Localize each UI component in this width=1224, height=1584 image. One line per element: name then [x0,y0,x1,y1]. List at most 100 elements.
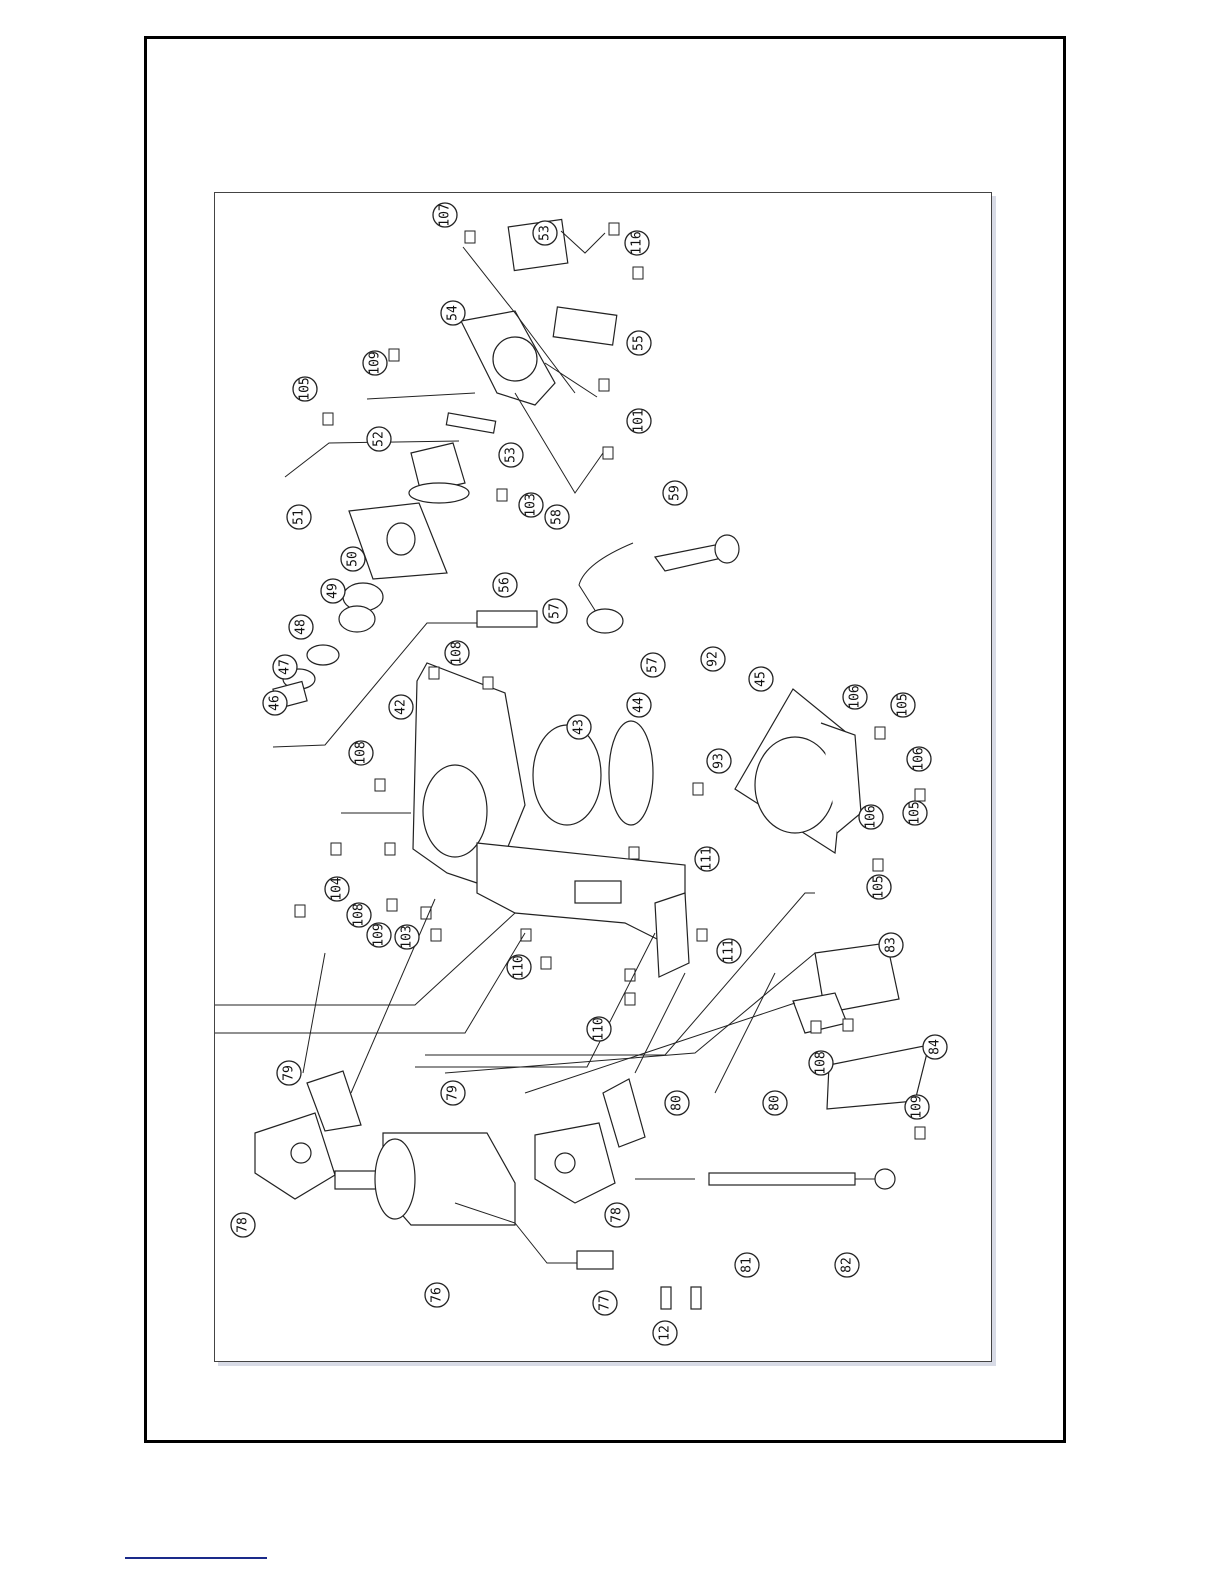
callout-label: 82 [840,1257,855,1273]
callout-label: 116 [630,231,645,254]
callout-label: 55 [632,335,647,351]
callout-label: 101 [632,409,647,432]
callout-49: 49 [321,579,345,603]
callout-label: 12 [658,1325,673,1341]
callout-103: 103 [395,925,419,949]
callout-label: 52 [372,431,387,447]
callout-76: 76 [425,1283,449,1307]
callout-label: 77 [598,1295,613,1311]
callout-106: 106 [843,685,867,709]
callout-47: 47 [273,655,297,679]
callout-105: 105 [293,377,317,401]
callout-label: 49 [326,583,341,599]
callout-label: 53 [538,225,553,241]
callout-59: 59 [663,481,687,505]
parts-drawing [215,219,929,1309]
callout-54: 54 [441,301,465,325]
callout-105: 105 [891,693,915,717]
callout-55: 55 [627,331,651,355]
callout-label: 103 [400,925,415,948]
callout-label: 92 [706,651,721,667]
callout-label: 111 [700,847,715,870]
callout-label: 105 [298,377,313,400]
callout-label: 108 [354,741,369,764]
callout-80: 80 [763,1091,787,1115]
callout-92: 92 [701,647,725,671]
callout-78: 78 [605,1203,629,1227]
callout-label: 105 [872,875,887,898]
callout-label: 44 [632,697,647,713]
callout-label: 109 [910,1095,925,1118]
callout-93: 93 [707,749,731,773]
shaft-part [709,1173,855,1185]
callout-label: 105 [908,801,923,824]
callout-label: 43 [572,719,587,735]
callout-108: 108 [809,1051,833,1075]
callout-42: 42 [389,695,413,719]
callout-77: 77 [593,1291,617,1315]
callout-57: 57 [543,599,567,623]
callout-116: 116 [625,231,649,255]
ring-part [533,725,601,825]
callout-57: 57 [641,653,665,677]
capacitor-part [577,1251,613,1269]
callout-label: 45 [754,671,769,687]
callout-label: 78 [610,1207,625,1223]
callout-label: 57 [646,657,661,673]
callout-label: 76 [430,1287,445,1303]
callout-label: 51 [292,509,307,525]
callout-105: 105 [867,875,891,899]
callout-label: 106 [848,685,863,708]
callout-78: 78 [231,1213,255,1237]
callout-56: 56 [493,573,517,597]
callout-110: 110 [587,1017,611,1041]
callout-50: 50 [341,547,365,571]
callout-label: 80 [768,1095,783,1111]
exploded-parts-diagram: 107 53 116 54 55 109 105 101 52 53 103 51 58 59 50 49 56… [214,192,992,1362]
callout-label: 108 [814,1051,829,1074]
callout-106: 106 [907,747,931,771]
callout-label: 54 [446,305,461,321]
callout-label: 110 [512,955,527,978]
callout-101: 101 [627,409,651,433]
callout-106: 106 [859,805,883,829]
callout-label: 79 [446,1085,461,1101]
callout-label: 78 [236,1217,251,1233]
callout-110: 110 [507,955,531,979]
callout-label: 110 [592,1017,607,1040]
callout-46: 46 [263,691,287,715]
callout-108: 108 [347,903,371,927]
callout-label: 58 [550,509,565,525]
callout-label: 83 [884,937,899,953]
callout-84: 84 [923,1035,947,1059]
callout-label: 47 [278,659,293,675]
callout-107: 107 [433,203,457,227]
callout-48: 48 [289,615,313,639]
callout-58: 58 [545,505,569,529]
callout-label: 50 [346,551,361,567]
callout-label: 108 [450,641,465,664]
callout-81: 81 [735,1253,759,1277]
callout-43: 43 [567,715,591,739]
callout-label: 56 [498,577,513,593]
callout-109: 109 [363,351,387,375]
callout-103: 103 [519,493,543,517]
callout-52: 52 [367,427,391,451]
callout-label: 103 [524,493,539,516]
callout-108: 108 [445,641,469,665]
callout-label: 46 [268,695,283,711]
callout-53: 53 [499,443,523,467]
disc-part [609,721,653,825]
callout-79: 79 [441,1081,465,1105]
callout-12: 12 [653,1321,677,1345]
callout-label: 59 [668,485,683,501]
callout-label: 108 [352,903,367,926]
callout-80: 80 [665,1091,689,1115]
callout-111: 111 [717,939,741,963]
callout-45: 45 [749,667,773,691]
callout-51: 51 [287,505,311,529]
callout-label: 42 [394,699,409,715]
callout-label: 48 [294,619,309,635]
callout-105: 105 [903,801,927,825]
callout-83: 83 [879,933,903,957]
